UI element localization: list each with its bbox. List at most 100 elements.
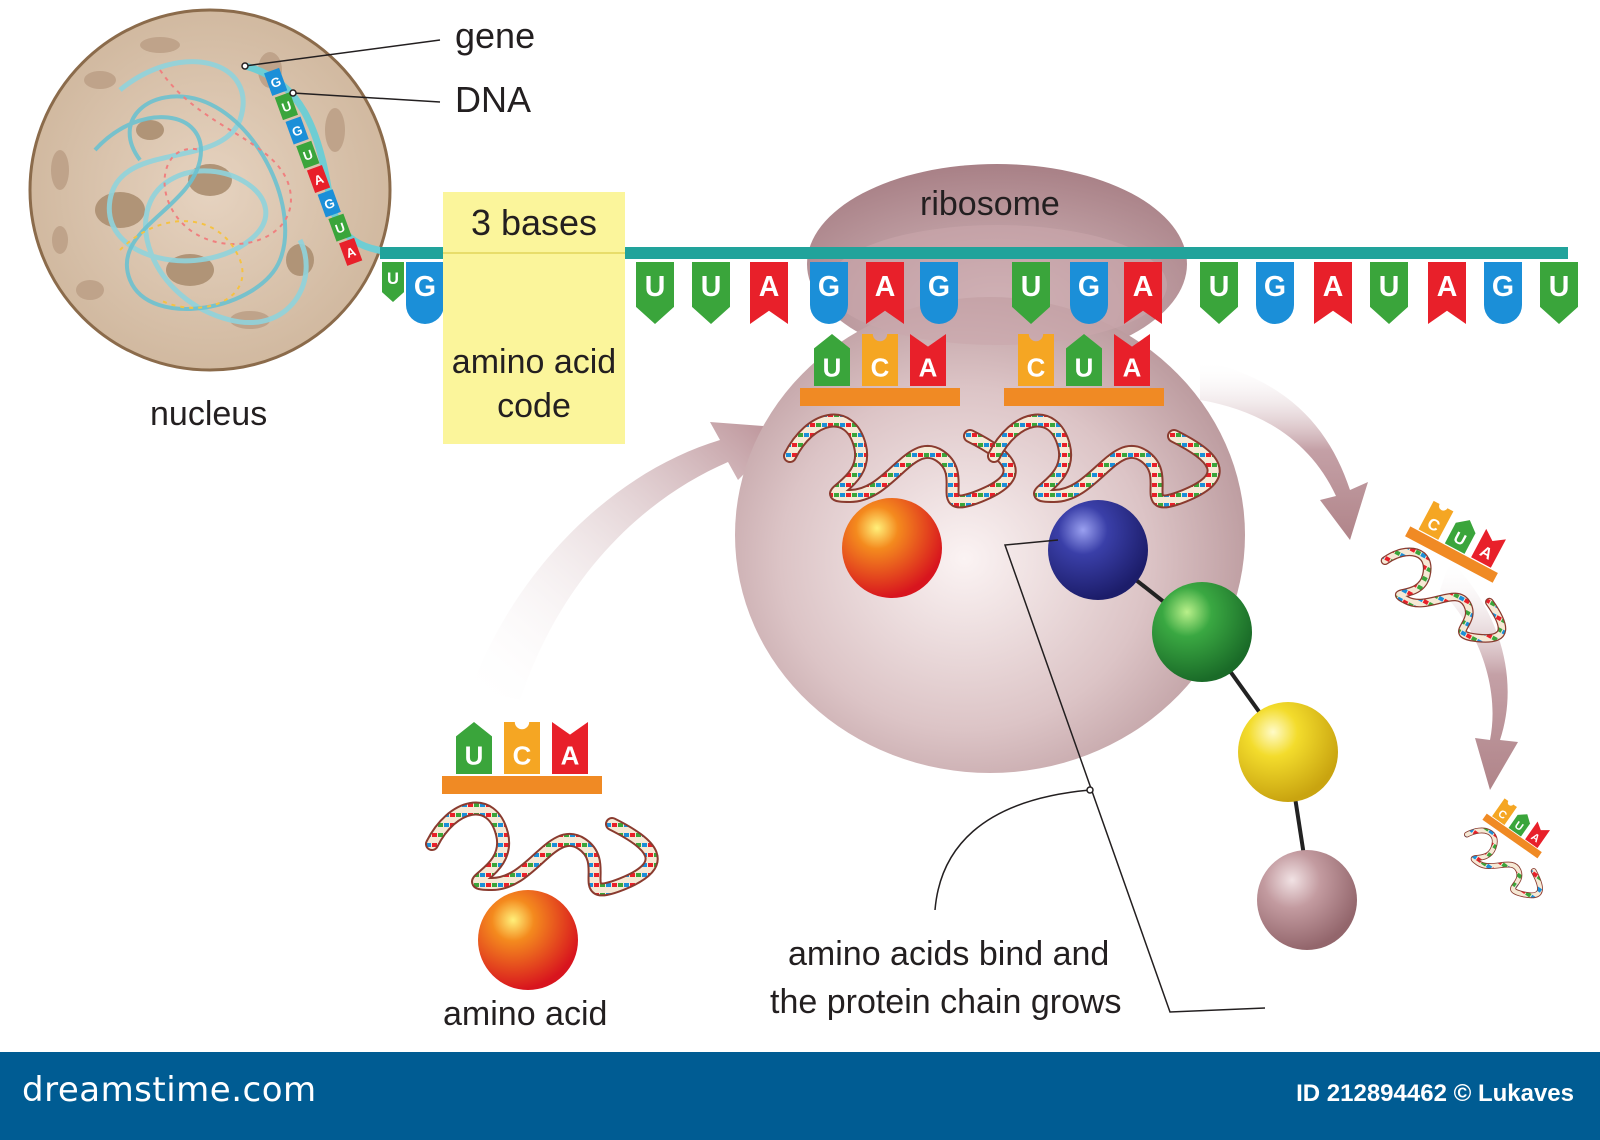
image-id: ID 212894462 © Lukaves <box>1296 1080 1574 1107</box>
chain-grows-label-line2: the protein chain grows <box>770 983 1122 1021</box>
nucleus-base-G: G <box>264 67 288 96</box>
svg-text:A: A <box>1133 271 1154 303</box>
trna-base-A: A <box>910 334 946 386</box>
svg-text:A: A <box>561 743 580 771</box>
trna-base-U: U <box>1444 520 1476 554</box>
dna-label: DNA <box>455 79 532 120</box>
svg-text:U: U <box>823 355 842 383</box>
trna-base-C: C <box>1418 500 1454 540</box>
trna-base-U: U <box>456 722 492 774</box>
svg-text:U: U <box>387 270 399 288</box>
mrna-base-G: G <box>920 262 958 324</box>
mrna-base-U: U <box>1012 262 1050 324</box>
mrna-base-U: U <box>636 262 674 324</box>
svg-text:G: G <box>414 271 436 303</box>
amino-acid-label: amino acid <box>443 995 608 1033</box>
mrna-base-A: A <box>1124 262 1162 324</box>
amino-acid-red-ribosome <box>842 498 942 598</box>
three-bases-label: 3 bases <box>443 202 625 254</box>
site-watermark: dreamstime.com <box>22 1070 317 1110</box>
svg-text:C: C <box>513 743 532 771</box>
svg-text:U: U <box>1379 271 1400 303</box>
trna-base-A: A <box>1525 821 1550 849</box>
trna-base-C: C <box>1492 798 1517 825</box>
trna-acceptor-bar <box>442 776 602 794</box>
mrna-base-U: U <box>1370 262 1408 324</box>
nucleus-base-A: A <box>339 237 363 266</box>
nucleus-label: nucleus <box>150 395 268 433</box>
svg-text:U: U <box>465 743 484 771</box>
trna-base-A: A <box>1114 334 1150 386</box>
nucleus-base-G: G <box>285 116 309 145</box>
trna-acceptor-bar <box>800 388 960 406</box>
trna-base-C: C <box>862 334 898 386</box>
nucleus <box>28 8 411 372</box>
mrna-base-A: A <box>866 262 904 324</box>
amino-acid-yellow <box>1238 702 1338 802</box>
svg-text:A: A <box>1437 271 1458 303</box>
ribosome-label: ribosome <box>920 185 1060 223</box>
exit-arrow-2 <box>1440 560 1518 790</box>
mrna-base-A: A <box>750 262 788 324</box>
trna-base-U: U <box>814 334 850 386</box>
nucleus-base-U: U <box>296 140 320 169</box>
mrna-base-A: A <box>1428 262 1466 324</box>
svg-text:A: A <box>1323 271 1344 303</box>
mrna-base-G: G <box>1070 262 1108 324</box>
trna-acceptor-bar <box>1004 388 1164 406</box>
svg-text:G: G <box>269 74 284 92</box>
nucleus-base-A: A <box>306 165 331 194</box>
nucleus-base-G: G <box>317 189 341 218</box>
mrna-strand <box>380 247 1568 259</box>
mrna-base-U: U <box>692 262 730 324</box>
svg-text:U: U <box>1209 271 1230 303</box>
mrna-base-G: G <box>406 262 444 324</box>
gene-label: gene <box>455 15 536 56</box>
svg-text:C: C <box>871 355 890 383</box>
nucleus-base-U: U <box>328 213 352 242</box>
svg-text:A: A <box>759 271 780 303</box>
amino-acid-blue <box>1048 500 1148 600</box>
svg-text:U: U <box>1075 355 1094 383</box>
amino-acid-green <box>1152 582 1252 682</box>
mrna-base-G: G <box>1256 262 1294 324</box>
protein-chain <box>1048 500 1357 950</box>
svg-text:G: G <box>818 271 840 303</box>
svg-text:A: A <box>919 355 938 383</box>
trna-exiting-2: CUA <box>1463 798 1550 899</box>
trna-base-A: A <box>1471 528 1506 568</box>
trna-exiting-1: CUA <box>1380 500 1507 643</box>
exit-arrow-1 <box>1200 360 1368 540</box>
trna-base-C: C <box>504 722 540 774</box>
svg-text:U: U <box>701 271 722 303</box>
svg-text:G: G <box>1492 271 1514 303</box>
svg-text:G: G <box>928 271 950 303</box>
svg-text:G: G <box>1078 271 1100 303</box>
svg-text:G: G <box>290 122 305 140</box>
trna-base-C: C <box>1017 334 1054 386</box>
mrna-base-G: G <box>1484 262 1522 324</box>
trna-base-U: U <box>1508 814 1531 837</box>
amino-acid-red-incoming <box>478 890 578 990</box>
nucleus-base-U: U <box>274 92 299 121</box>
svg-text:G: G <box>1264 271 1286 303</box>
amino-acid-code-label: amino acid code <box>451 343 617 426</box>
codon-box: 3 bases amino acid code <box>443 192 625 444</box>
stock-footer: dreamstime.com ID 212894462 © Lukaves <box>0 1052 1600 1140</box>
amino-acid-pink <box>1257 850 1357 950</box>
svg-text:U: U <box>1549 271 1570 303</box>
svg-text:C: C <box>1027 355 1046 383</box>
mrna-base-U: U <box>382 262 404 302</box>
trna-acceptor-bar <box>1405 526 1498 583</box>
trna-acceptor-bar <box>1482 813 1542 859</box>
svg-text:G: G <box>322 195 337 213</box>
svg-text:A: A <box>875 271 896 303</box>
leader-lines <box>241 39 1266 1013</box>
mrna-base-U: U <box>1200 262 1238 324</box>
